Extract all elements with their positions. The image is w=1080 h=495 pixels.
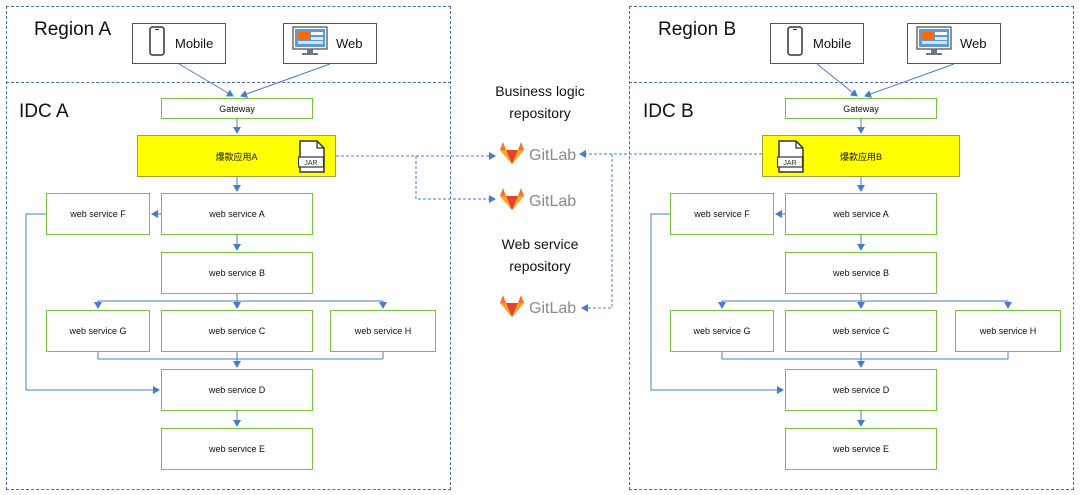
web-label: Web: [336, 36, 363, 51]
business-repo-title-line2: repository: [509, 105, 571, 121]
app-b-label: 爆款应用B: [839, 151, 882, 162]
webservice-repo-title: Web service repository: [460, 233, 620, 277]
service-d-b: web service D: [785, 369, 937, 411]
webservice-repo-title-line1: Web service: [501, 236, 579, 252]
region-b-title: Region B: [658, 19, 737, 40]
jar-file-icon: JAR: [297, 140, 326, 178]
mobile-device-b: Mobile: [770, 23, 864, 64]
service-b-b: web service B: [785, 252, 937, 294]
service-h-b: web service H: [955, 310, 1061, 352]
app-a-label: 爆款应用A: [215, 151, 258, 162]
gitlab-label: GitLab: [529, 299, 577, 317]
gateway-b: Gateway: [785, 98, 937, 119]
service-c-b: web service C: [785, 310, 937, 352]
service-h-a: web service H: [330, 310, 436, 352]
service-f-a: web service F: [46, 193, 150, 235]
idc-b-title: IDC B: [643, 101, 694, 122]
jar-file-icon: JAR: [776, 140, 805, 178]
service-b-a: web service B: [161, 252, 313, 294]
gateway-a: Gateway: [161, 98, 313, 119]
web-device-a: Web: [283, 23, 377, 64]
business-repo-title-line1: Business logic: [495, 83, 585, 99]
phone-icon: [149, 26, 165, 61]
monitor-icon: [916, 26, 952, 61]
mobile-label: Mobile: [813, 36, 852, 51]
mobile-device-a: Mobile: [132, 23, 226, 64]
service-d-a: web service D: [161, 369, 313, 411]
idc-a-title: IDC A: [19, 101, 69, 122]
service-c-a: web service C: [161, 310, 313, 352]
jar-label: JAR: [783, 160, 796, 167]
gitlab-label: GitLab: [529, 192, 577, 210]
mobile-label: Mobile: [175, 36, 214, 51]
web-label: Web: [960, 36, 987, 51]
region-a-title: Region A: [34, 19, 112, 40]
business-repo-title: Business logic repository: [460, 80, 620, 124]
web-device-b: Web: [907, 23, 1001, 64]
gitlab-business-1: GitLab: [499, 141, 576, 170]
gitlab-label: GitLab: [529, 146, 577, 164]
service-g-a: web service G: [46, 310, 150, 352]
service-a-a: web service A: [161, 193, 313, 235]
webservice-repo-title-line2: repository: [509, 258, 571, 274]
jar-label: JAR: [304, 160, 317, 167]
gitlab-logo-icon: [499, 141, 525, 170]
monitor-icon: [292, 26, 328, 61]
service-f-b: web service F: [670, 193, 774, 235]
service-a-b: web service A: [785, 193, 937, 235]
gitlab-business-2: GitLab: [499, 187, 576, 216]
service-g-b: web service G: [670, 310, 774, 352]
region-a-box: [6, 6, 451, 490]
service-e-b: web service E: [785, 428, 937, 470]
region-b-box: [629, 6, 1074, 490]
gitlab-webservice: GitLab: [499, 294, 576, 323]
gitlab-logo-icon: [499, 294, 525, 323]
service-e-a: web service E: [161, 428, 313, 470]
phone-icon: [787, 26, 803, 61]
gitlab-logo-icon: [499, 187, 525, 216]
